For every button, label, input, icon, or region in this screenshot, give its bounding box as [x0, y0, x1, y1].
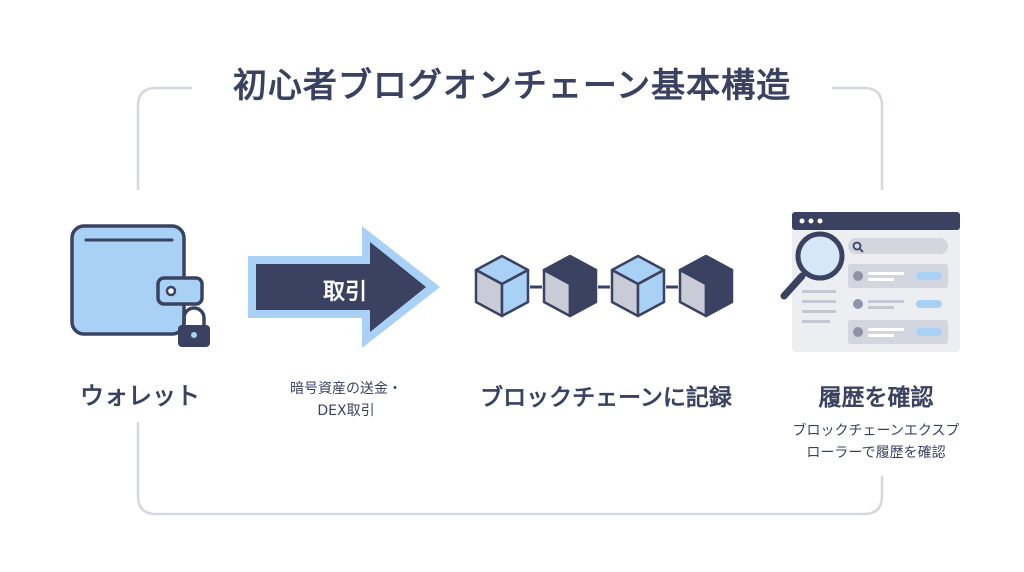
arrow-icon: [248, 226, 440, 348]
step-label-transaction: 取引: [322, 280, 367, 305]
explorer-icon: [780, 212, 960, 352]
step-description-history: ブロックチェーンエクスプ ローラーで履歴を確認: [772, 420, 980, 464]
wallet-icon: [70, 224, 210, 347]
step-label-history: 履歴を確認: [818, 385, 934, 411]
diagram-title: 初心者ブログオンチェーン基本構造: [232, 66, 792, 106]
description-line: 暗号資産の送金・: [290, 381, 402, 397]
blockchain-icon: [474, 254, 734, 318]
description-line: ブロックチェーンエクスプ: [792, 423, 960, 439]
description-line: ローラーで履歴を確認: [806, 445, 946, 461]
step-description-transaction: 暗号資産の送金・ DEX取引: [256, 378, 436, 422]
step-label-blockchain: ブロックチェーンに記録: [480, 385, 732, 411]
description-line: DEX取引: [317, 403, 375, 419]
step-label-wallet: ウォレット: [80, 382, 200, 410]
